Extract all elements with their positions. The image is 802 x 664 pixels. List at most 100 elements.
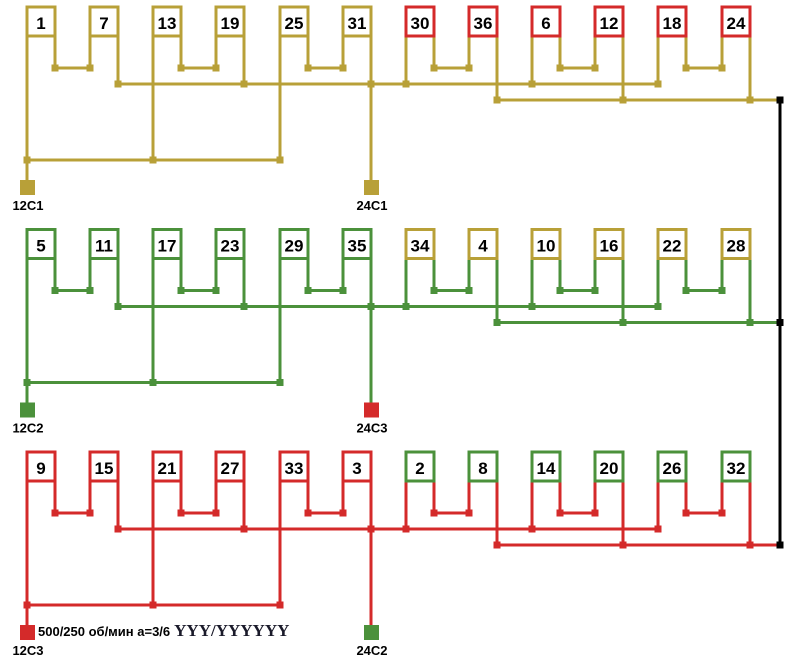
coil-35: 35 — [341, 228, 373, 260]
coil-27: 27 — [214, 450, 246, 483]
junction-dot — [339, 287, 347, 294]
caption-speed: 500/250 об/мин a=3/6 — [38, 624, 171, 639]
junction-dot — [114, 80, 122, 88]
junction-dot — [465, 287, 473, 294]
coil-1: 1 — [25, 5, 57, 38]
junction-dot — [402, 303, 410, 310]
coil-number: 32 — [727, 459, 746, 478]
junction-dot — [240, 303, 248, 310]
coil-box — [656, 5, 688, 38]
coil-box — [404, 5, 436, 38]
junction-dot — [430, 64, 438, 72]
junction-dot — [177, 64, 185, 72]
coil-box — [720, 450, 752, 483]
junction-dot — [304, 509, 312, 517]
coil-36: 36 — [467, 5, 499, 38]
junction-dot — [746, 319, 754, 326]
coil-box — [656, 228, 688, 260]
coil-number: 7 — [99, 14, 108, 33]
junction-dot — [212, 64, 220, 72]
terminal-label: 12C2 — [12, 421, 43, 436]
junction-dot — [591, 509, 599, 517]
coil-number: 8 — [478, 459, 487, 478]
junction-dot — [240, 80, 248, 88]
coil-box — [214, 5, 246, 38]
coil-15: 15 — [88, 450, 120, 483]
junction-dot — [402, 525, 410, 533]
coil-box — [25, 450, 57, 483]
terminal-square — [364, 625, 379, 640]
coil-30: 30 — [404, 5, 436, 38]
terminal-label: 24C3 — [356, 421, 387, 436]
coil-box — [467, 450, 499, 483]
coil-13: 13 — [151, 5, 183, 38]
coil-number: 21 — [158, 459, 177, 478]
coil-box — [530, 228, 562, 260]
junction-dot — [682, 64, 690, 72]
junction-dot — [528, 303, 536, 310]
coil-number: 33 — [285, 459, 304, 478]
coil-box — [530, 450, 562, 483]
junction-dot — [682, 287, 690, 294]
coil-number: 36 — [474, 14, 493, 33]
terminal-label: 12C1 — [12, 198, 43, 213]
coil-number: 27 — [221, 459, 240, 478]
junction-dot — [718, 509, 726, 517]
coil-number: 18 — [663, 14, 682, 33]
junction-dot — [619, 541, 627, 549]
coil-9: 9 — [25, 450, 57, 483]
coil-box — [593, 5, 625, 38]
coil-11: 11 — [88, 228, 120, 260]
coil-box — [25, 5, 57, 38]
coil-number: 20 — [600, 459, 619, 478]
junction-dot — [718, 64, 726, 72]
junction-dot — [114, 525, 122, 533]
junction-dot — [654, 80, 662, 88]
coil-number: 13 — [158, 14, 177, 33]
junction-dot — [86, 509, 94, 517]
junction-dot — [493, 319, 501, 326]
coil-box — [530, 5, 562, 38]
coil-box — [593, 228, 625, 260]
junction-dot — [465, 64, 473, 72]
coil-number: 16 — [600, 237, 619, 256]
coil-7: 7 — [88, 5, 120, 38]
coil-number: 12 — [600, 14, 619, 33]
coil-34: 34 — [404, 228, 436, 260]
coil-24: 24 — [720, 5, 752, 38]
junction-dot — [528, 80, 536, 88]
terminal-square — [20, 180, 35, 195]
junction-dot — [556, 64, 564, 72]
junction-dot — [367, 80, 375, 88]
junction-dot — [276, 156, 284, 164]
junction-dot — [776, 541, 784, 549]
coil-box — [404, 450, 436, 483]
junction-dot — [619, 319, 627, 326]
junction-dot — [746, 96, 754, 104]
terminal-square — [364, 402, 379, 418]
coil-25: 25 — [278, 5, 310, 38]
coil-box — [88, 5, 120, 38]
junction-dot — [149, 156, 157, 164]
junction-dot — [776, 319, 784, 326]
junction-dot — [177, 287, 185, 294]
coil-box — [341, 450, 373, 483]
terminal-12c1: 12C1 — [12, 180, 44, 213]
coil-box — [278, 228, 310, 260]
coil-23: 23 — [214, 228, 246, 260]
junction-dot — [23, 379, 31, 386]
junction-dot — [528, 525, 536, 533]
terminal-label: 12C3 — [12, 643, 43, 658]
coil-number: 4 — [478, 237, 488, 256]
coil-2: 2 — [404, 450, 436, 483]
junction-dot — [276, 601, 284, 609]
junction-dot — [51, 509, 59, 517]
coil-number: 11 — [95, 237, 113, 256]
coil-box — [151, 228, 183, 260]
junction-dot — [149, 379, 157, 386]
coil-number: 22 — [663, 237, 682, 256]
coil-box — [214, 228, 246, 260]
coil-box — [341, 5, 373, 38]
